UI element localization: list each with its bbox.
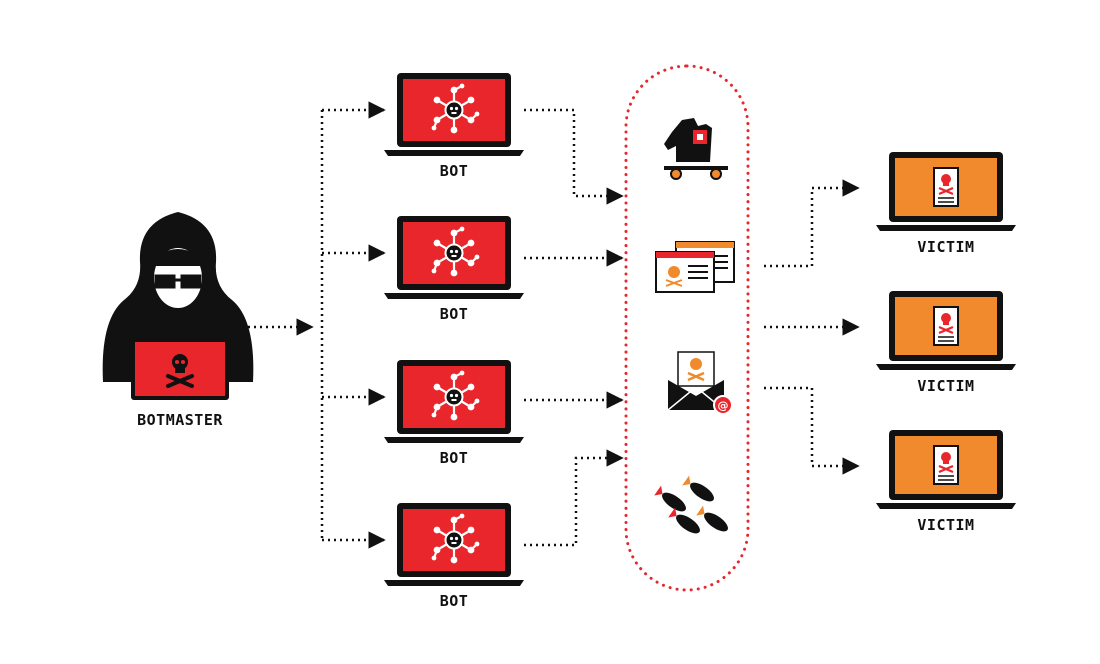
infected-file-icon <box>934 446 958 484</box>
bot-laptop-2 <box>384 216 524 299</box>
bot-laptop-4 <box>384 503 524 586</box>
bot-label-1: BOT <box>374 162 534 180</box>
bot-label-2: BOT <box>374 305 534 323</box>
victim-label-1: VICTIM <box>866 238 1026 256</box>
svg-text:@: @ <box>718 399 729 412</box>
victim-label-2: VICTIM <box>866 377 1026 395</box>
botmaster-hacker-icon <box>103 212 254 400</box>
bot-label-3: BOT <box>374 449 534 467</box>
victim-label-3: VICTIM <box>866 516 1026 534</box>
botmaster-label: BOTMASTER <box>100 411 260 429</box>
infected-file-icon <box>934 168 958 206</box>
connector-bot-1-attack <box>524 110 622 196</box>
connector-attack-victim-1 <box>764 188 858 266</box>
phishing-webpage-icon <box>656 242 734 292</box>
bot-laptop-3 <box>384 360 524 443</box>
trojan-horse-icon <box>664 118 728 179</box>
bot-label-4: BOT <box>374 592 534 610</box>
infected-file-icon <box>934 307 958 345</box>
victim-laptop-2 <box>876 291 1016 370</box>
bombs-icon <box>654 476 731 537</box>
connector-attack-victim-3 <box>764 388 858 466</box>
connector-bot-4-attack <box>524 458 622 545</box>
bot-laptop-1 <box>384 73 524 156</box>
victim-laptop-1 <box>876 152 1016 231</box>
victim-laptop-3 <box>876 430 1016 509</box>
malicious-email-icon: @ <box>668 352 732 414</box>
